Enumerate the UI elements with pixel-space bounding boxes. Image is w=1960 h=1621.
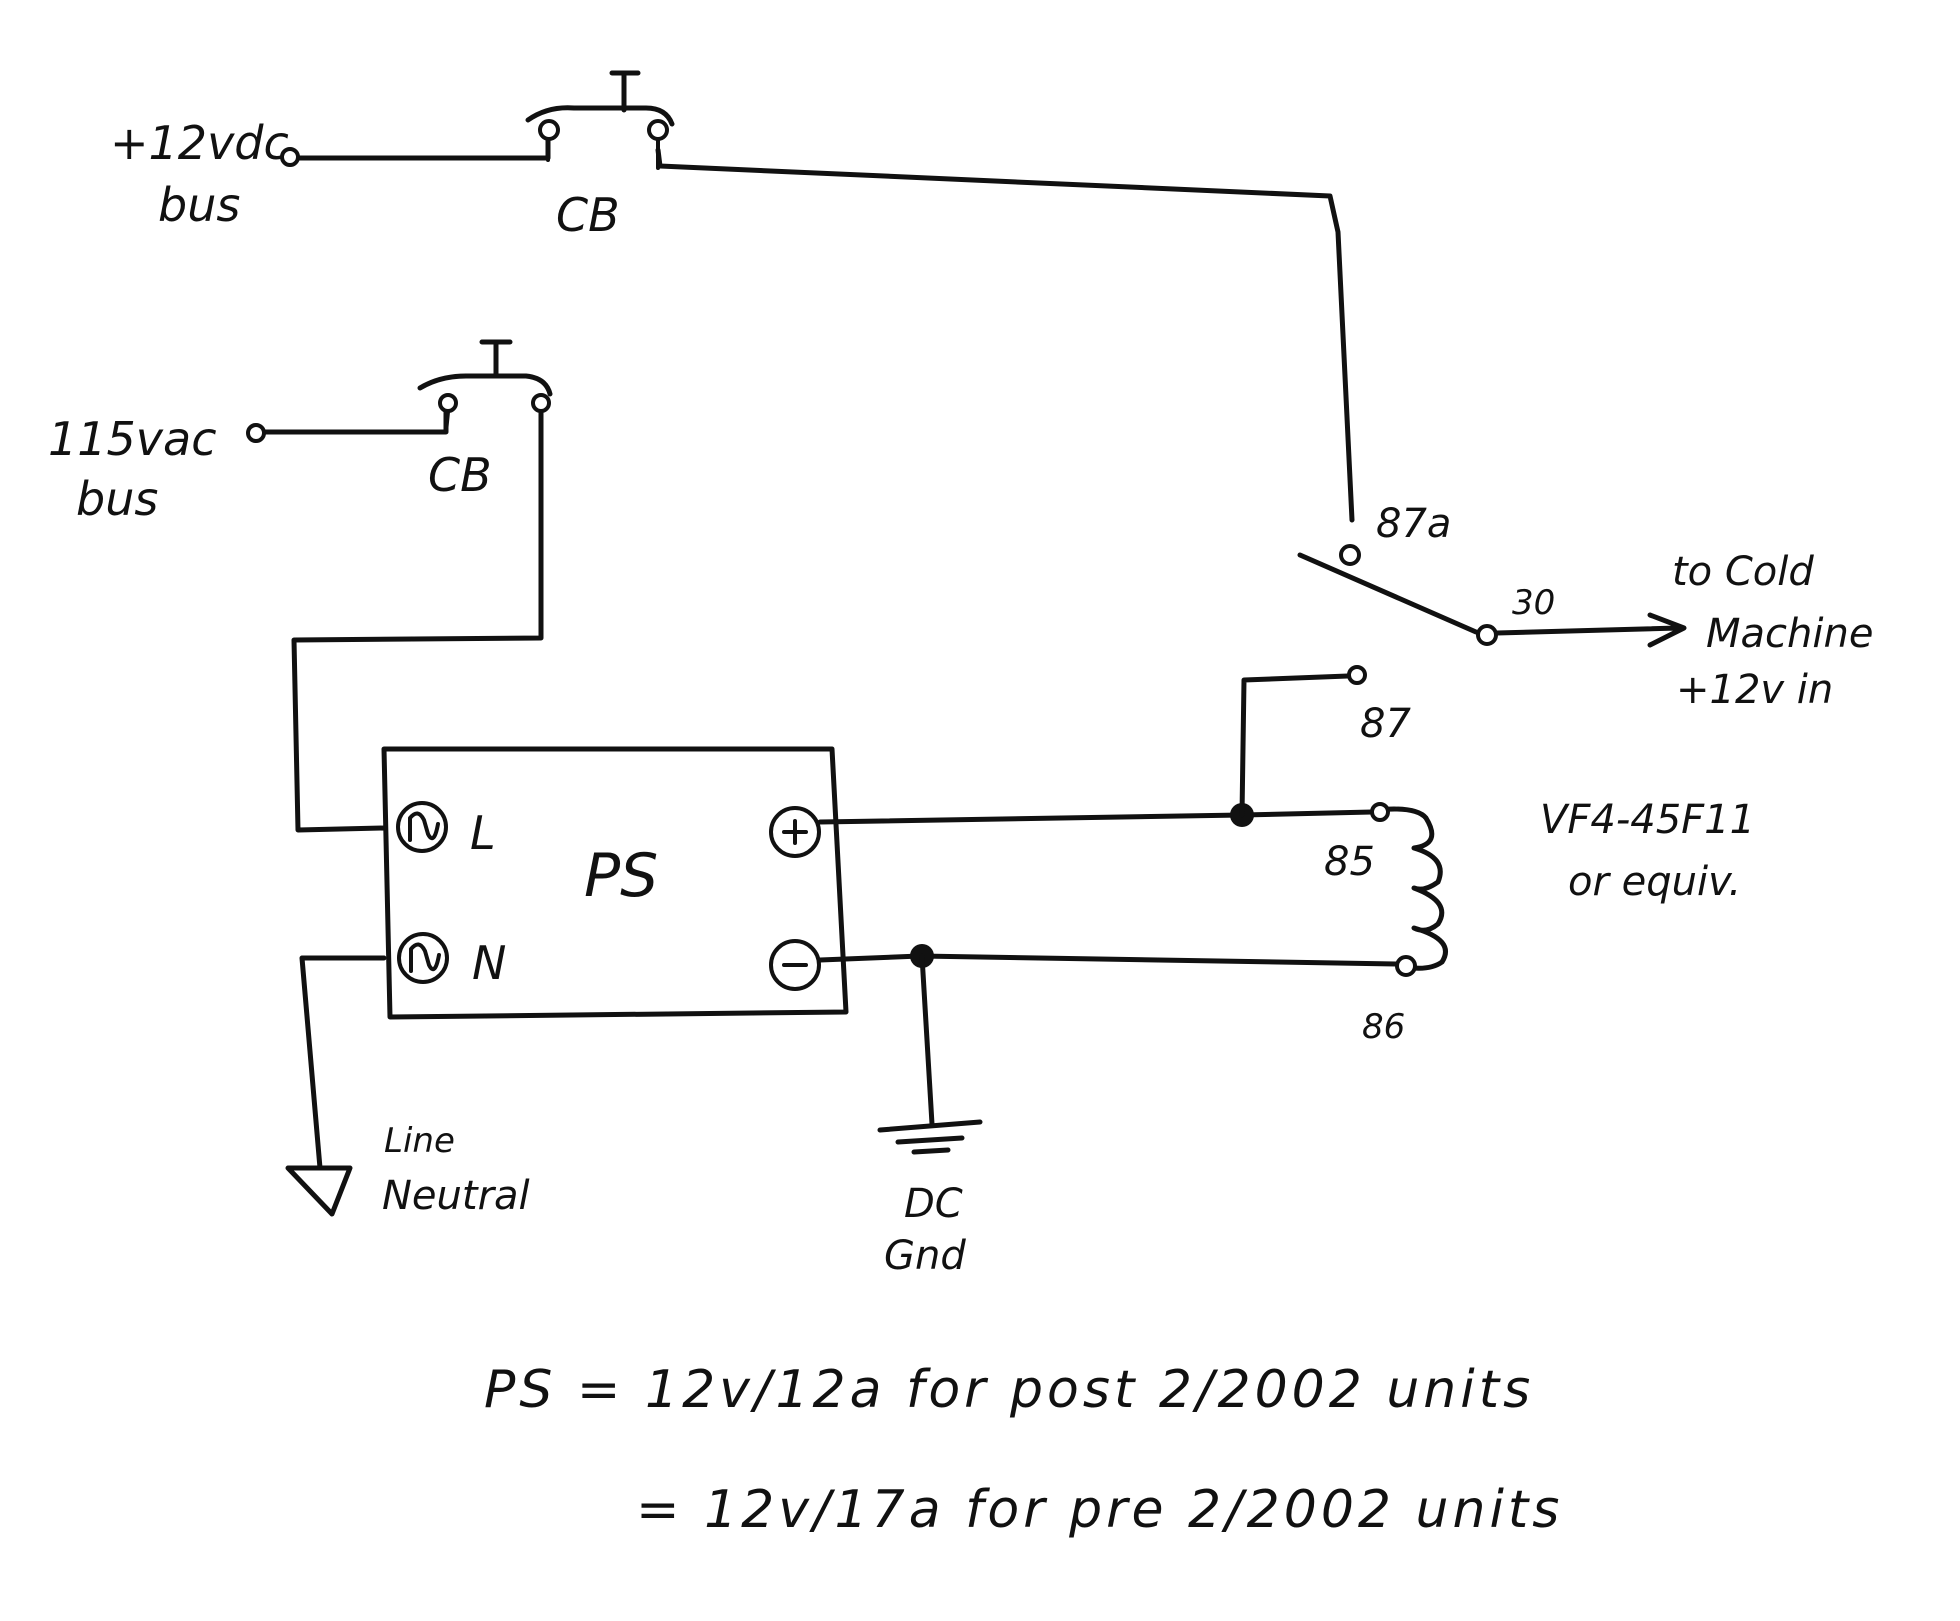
label-ps-l: L [470,806,496,860]
wire-dc-bus [289,137,551,161]
label-dc-bus: +12vdc [110,116,289,170]
terminal-86 [1395,955,1417,977]
label-pin-30: 30 [1512,583,1556,623]
ac-circuit-breaker [417,339,553,434]
relay-switch-arm [1297,552,1479,635]
label-cb-top: CB [556,188,620,242]
wire-ac-bus [259,409,449,435]
relay-coil [1373,806,1448,971]
label-pin-87a: 87a [1376,501,1452,547]
terminal-dc-bus [280,147,300,167]
label-line-neutral-2: Neutral [382,1173,530,1219]
ps-ac-n-symbol [397,932,449,984]
ps-minus-symbol [769,939,821,991]
terminal-87 [1347,665,1367,685]
wire-cb-to-ps-line [291,409,544,833]
label-ac-bus: 115vac [48,412,217,466]
label-relay-equiv: or equiv. [1568,859,1742,905]
wire-dc-ground [919,953,935,1127]
ps-plus-symbol [769,806,821,858]
terminal-85 [1370,802,1390,822]
note-line-2: = 12v/17a for pre 2/2002 units [636,1480,1564,1540]
label-ps: PS [584,841,659,911]
output-arrow [1494,612,1687,648]
label-cb-mid: CB [428,448,492,502]
label-dc-gnd-2: Gnd [884,1233,966,1279]
label-output-line3: +12v in [1676,667,1834,713]
label-pin-86: 86 [1362,1007,1406,1047]
label-pin-85: 85 [1324,839,1375,885]
label-relay-model: VF4-45F11 [1540,797,1756,843]
wire-junction-to-87 [1239,673,1351,818]
note-line-1: PS = 12v/12a for post 2/2002 units [484,1360,1535,1420]
wire-ps-neutral [299,955,387,1171]
dc-ground-symbol [877,1119,983,1155]
ps-ac-l-symbol [396,801,448,853]
wire-cb-to-87a [655,147,1355,523]
wire-ps-plus-to-85 [817,809,1375,825]
label-pin-87: 87 [1360,701,1411,747]
label-dc-bus-sub: bus [158,178,241,232]
terminal-87a [1339,544,1361,566]
label-ps-n: N [472,936,507,990]
terminal-ac-bus [246,423,266,443]
label-output-line2: Machine [1706,611,1874,657]
label-output-line1: to Cold [1672,549,1814,595]
label-line-neutral-1: Line [384,1121,455,1161]
power-supply-box [381,746,849,1020]
line-neutral-symbol [285,1165,353,1217]
label-ac-bus-sub: bus [76,472,159,526]
wire-ps-minus-to-86 [817,953,1399,967]
label-dc-gnd-1: DC [904,1181,963,1227]
terminal-30 [1476,624,1498,646]
